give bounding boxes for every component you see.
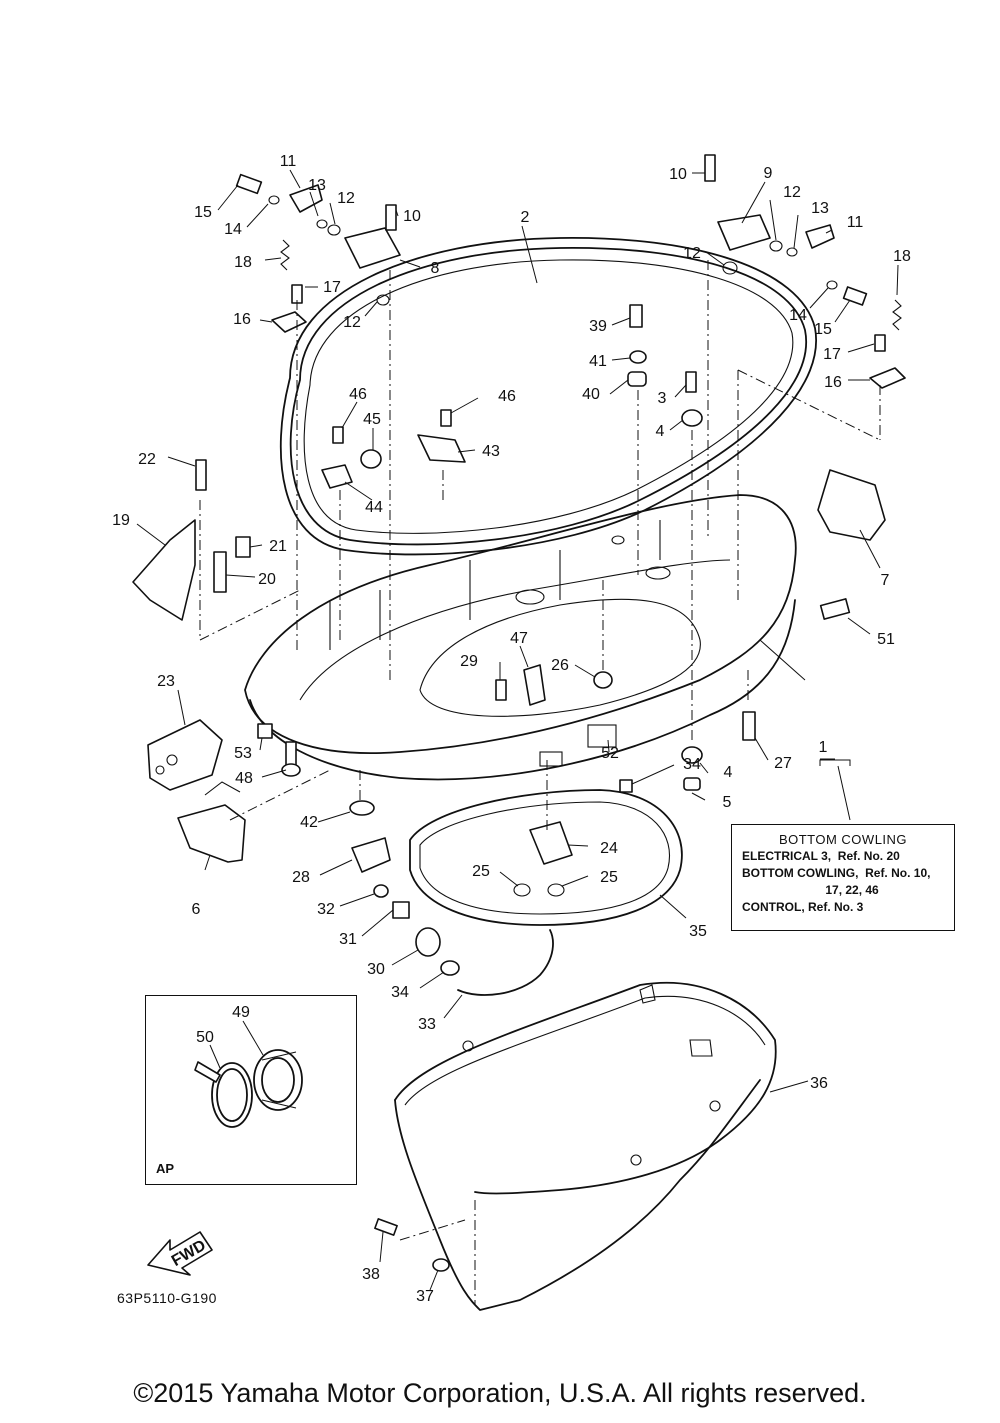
callout: 37 — [416, 1288, 434, 1305]
callout: 43 — [482, 443, 500, 460]
callout: 4 — [724, 764, 733, 781]
callout: 4 — [656, 423, 665, 440]
leader-lines — [136, 169, 899, 1291]
note-title: BOTTOM COWLING — [778, 832, 908, 847]
callout: 7 — [881, 572, 890, 589]
callout: 14 — [789, 307, 807, 324]
callout: 33 — [418, 1016, 436, 1033]
callout: 16 — [233, 311, 251, 328]
callout: 48 — [235, 770, 253, 787]
callout: 10 — [669, 166, 687, 183]
callout: 42 — [300, 814, 318, 831]
reference-note: BOTTOM COWLING ELECTRICAL 3, Ref. No. 20… — [731, 824, 955, 931]
callout: 50 — [196, 1029, 214, 1046]
callout: 41 — [589, 353, 607, 370]
callout: 32 — [317, 901, 335, 918]
callout: 3 — [658, 390, 667, 407]
top-seal-part-2 — [279, 237, 817, 556]
callout: 26 — [551, 657, 569, 674]
fwd-arrow: FWD — [147, 1231, 213, 1276]
note-line: CONTROL, Ref. No. 3 — [742, 900, 864, 914]
callout: 11 — [847, 214, 864, 231]
callout: 10 — [403, 208, 421, 225]
callout: 12 — [337, 190, 355, 207]
callout: 21 — [269, 538, 287, 555]
callout: 17 — [823, 346, 841, 363]
callout: 35 — [689, 923, 707, 940]
callout: 12 — [783, 184, 801, 201]
callout: 25 — [600, 869, 618, 886]
assembly-lines — [199, 260, 881, 1305]
callout: 13 — [308, 177, 326, 194]
callout-labels: 1 2 3 4 4 5 6 7 8 9 10 10 11 11 12 12 12… — [112, 153, 911, 1305]
callout: 36 — [810, 1075, 828, 1092]
callout: 30 — [367, 961, 385, 978]
callout: 5 — [723, 794, 732, 811]
callout: 51 — [877, 631, 895, 648]
callout: 19 — [112, 512, 130, 529]
callout: 34 — [391, 984, 409, 1001]
bottom-cowling-part-1 — [244, 494, 797, 781]
callout: 9 — [764, 165, 773, 182]
callout: 18 — [234, 254, 252, 271]
copyright-footer: ©2015 Yamaha Motor Corporation, U.S.A. A… — [133, 1378, 867, 1408]
ap-inset-box: AP — [145, 995, 357, 1185]
callout: 27 — [774, 755, 792, 772]
callout: 8 — [431, 260, 440, 277]
lower-seal-part-35 — [409, 789, 683, 926]
callout: 20 — [258, 571, 276, 588]
callout: 16 — [824, 374, 842, 391]
callout: 1 — [819, 739, 828, 756]
callout: 53 — [234, 745, 252, 762]
note-line: BOTTOM COWLING, Ref. No. 10, — [742, 866, 931, 880]
callout: 47 — [510, 630, 528, 647]
callout: 28 — [292, 869, 310, 886]
small-parts — [132, 154, 906, 1272]
inset-label: AP — [156, 1161, 175, 1176]
callout: 2 — [521, 209, 530, 226]
note-line: ELECTRICAL 3, Ref. No. 20 — [742, 849, 900, 863]
drawing-code: 63P5110-G190 — [117, 1290, 217, 1306]
note-line: 17, 22, 46 — [742, 883, 879, 897]
callout: 22 — [138, 451, 156, 468]
callout: 29 — [460, 653, 478, 670]
callout: 13 — [811, 200, 829, 217]
callout: 52 — [601, 745, 619, 762]
callout: 34 — [683, 756, 701, 773]
callout: 45 — [363, 411, 381, 428]
callout: 6 — [192, 901, 201, 918]
callout: 44 — [365, 499, 383, 516]
callout: 17 — [323, 279, 341, 296]
callout: 18 — [893, 248, 911, 265]
callout: 40 — [582, 386, 600, 403]
callout: 14 — [224, 221, 242, 238]
callout: 12 — [683, 245, 701, 262]
callout: 23 — [157, 673, 175, 690]
callout: 15 — [814, 321, 832, 338]
callout: 39 — [589, 318, 607, 335]
inset-parts — [194, 1020, 303, 1128]
callout: 12 — [343, 314, 361, 331]
apron-part-36 — [394, 981, 777, 1311]
callout: 31 — [339, 931, 357, 948]
callout: 46 — [498, 388, 516, 405]
callout: 49 — [232, 1004, 250, 1021]
callout: 15 — [194, 204, 212, 221]
callout: 25 — [472, 863, 490, 880]
callout: 46 — [349, 386, 367, 403]
callout: 24 — [600, 840, 618, 857]
callout: 38 — [362, 1266, 380, 1283]
callout: 11 — [280, 153, 297, 170]
